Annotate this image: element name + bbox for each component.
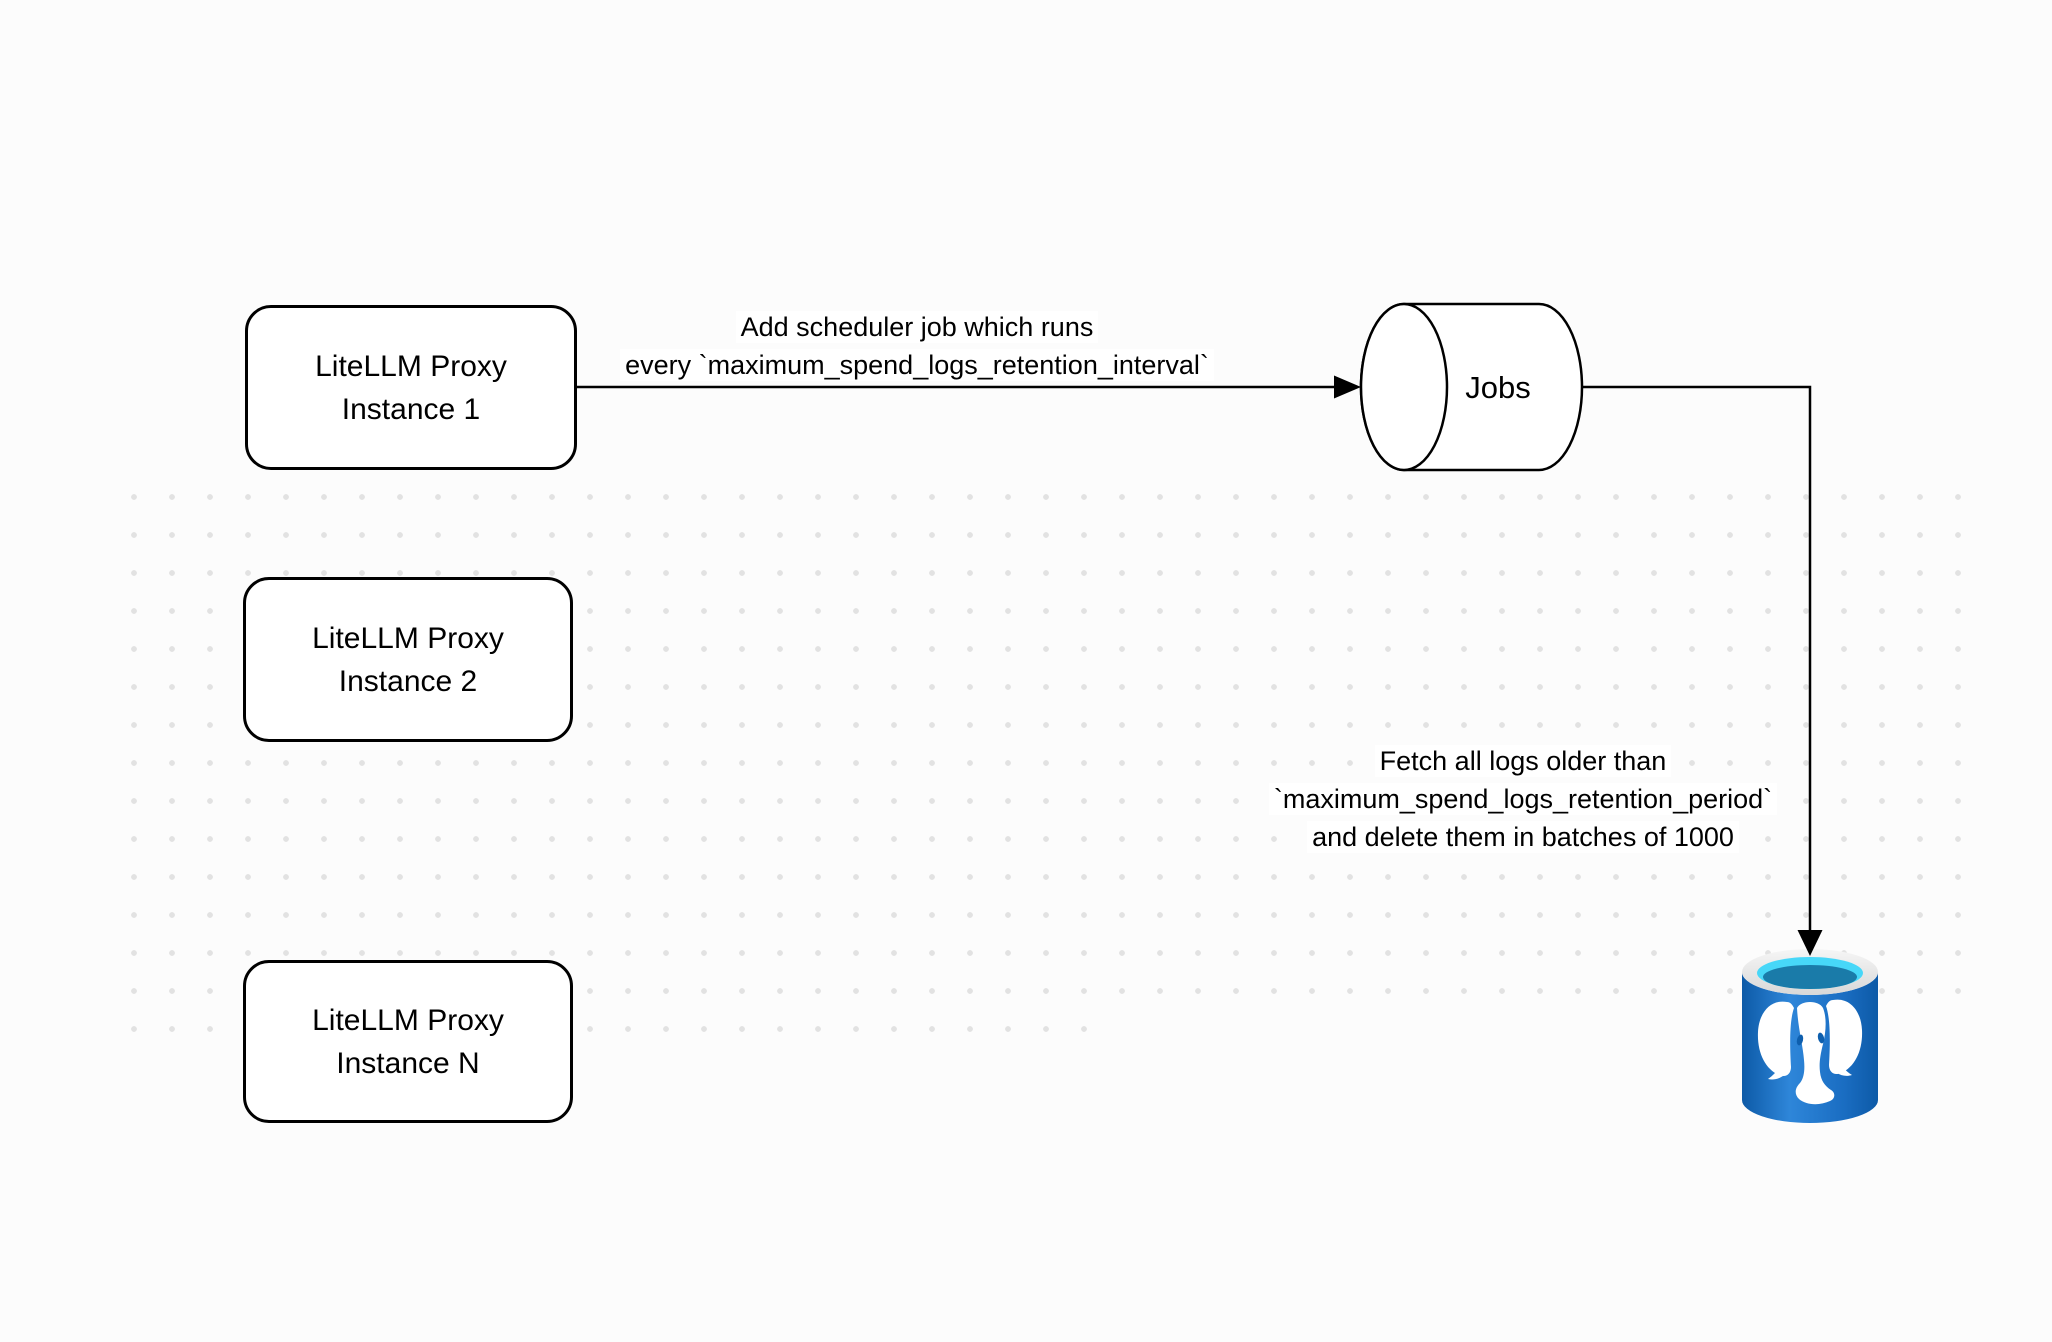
node-litellm-proxy-instance-1: LiteLLM Proxy Instance 1 bbox=[245, 305, 577, 470]
node-label: LiteLLM Proxy Instance N bbox=[312, 1003, 504, 1080]
edge-label-text: Add scheduler job which runs every `maxi… bbox=[620, 311, 1214, 381]
elephant-eyes bbox=[1796, 1032, 1825, 1046]
edge-label-text: Fetch all logs older than `maximum_spend… bbox=[1268, 745, 1778, 853]
jobs-label-text: Jobs bbox=[1465, 370, 1531, 405]
node-litellm-proxy-instance-2: LiteLLM Proxy Instance 2 bbox=[243, 577, 573, 742]
arrowhead-right bbox=[1334, 375, 1361, 399]
node-label: LiteLLM Proxy Instance 1 bbox=[315, 349, 507, 426]
edge-label-fetch-delete: Fetch all logs older than `maximum_spend… bbox=[1173, 742, 1873, 856]
node-litellm-proxy-instance-n: LiteLLM Proxy Instance N bbox=[243, 960, 573, 1123]
node-label-jobs: Jobs bbox=[1408, 366, 1588, 409]
postgres-elephant-icon bbox=[1757, 999, 1863, 1105]
node-label: LiteLLM Proxy Instance 2 bbox=[312, 621, 504, 698]
edge-label-add-scheduler: Add scheduler job which runs every `maxi… bbox=[567, 308, 1267, 384]
